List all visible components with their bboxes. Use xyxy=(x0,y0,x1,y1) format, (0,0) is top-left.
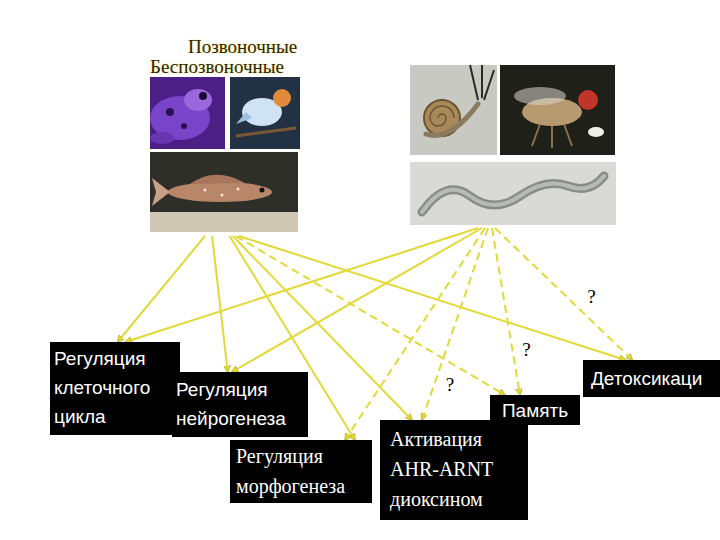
photo-ground xyxy=(230,77,300,149)
box-text: Детоксикаци xyxy=(591,364,716,393)
frog-leg xyxy=(150,132,174,144)
process-box: Регуляция клеточного цикла xyxy=(50,342,180,435)
frog-eye xyxy=(199,92,207,100)
fly-leg xyxy=(532,124,572,148)
shell-spiral xyxy=(430,106,454,126)
box-text: Память xyxy=(494,396,576,425)
fly-photo xyxy=(500,65,615,155)
photo-ground xyxy=(500,65,615,155)
bird-photo xyxy=(230,77,300,149)
solid-arrow xyxy=(232,228,482,372)
frog-photo xyxy=(150,77,225,149)
fly-wing xyxy=(514,87,566,105)
dashed-arrow xyxy=(492,228,520,395)
fish-speck xyxy=(221,194,224,197)
frog-spot xyxy=(166,108,174,116)
process-box: Детоксикаци xyxy=(583,360,720,397)
frog-head xyxy=(184,89,212,111)
solid-arrow xyxy=(212,236,228,372)
fish-tail xyxy=(152,178,170,206)
fish-fin xyxy=(190,175,245,184)
worm-photo xyxy=(410,162,616,225)
worm-gut xyxy=(422,176,604,212)
fish-eye xyxy=(260,188,265,193)
fish-photo xyxy=(150,152,298,232)
photo-ground xyxy=(150,152,298,232)
fly-eye xyxy=(578,90,598,110)
snail-foot xyxy=(426,104,478,135)
process-box: Память xyxy=(490,395,580,425)
fish-body xyxy=(168,182,272,202)
photo-floor xyxy=(150,212,298,232)
box-text: Регуляция клеточного цикла xyxy=(54,344,174,431)
fish-speck xyxy=(204,189,207,192)
bird-tail xyxy=(236,112,252,124)
photo-ground xyxy=(150,77,225,149)
box-text: Регуляция нейрогенеза xyxy=(176,375,302,433)
dashed-arrow xyxy=(495,228,632,360)
edge-label: ? xyxy=(444,375,456,395)
edge-label: ? xyxy=(520,340,532,360)
solid-arrow xyxy=(239,236,626,360)
photo-ground xyxy=(410,65,497,155)
snail-photo xyxy=(410,65,497,155)
dashed-arrow xyxy=(345,228,485,440)
box-text: Активация AHR-ARNT диоксином xyxy=(390,424,522,514)
solid-arrow xyxy=(125,228,478,342)
process-box: Регуляция нейрогенеза xyxy=(172,372,308,437)
branch xyxy=(236,128,296,136)
solid-arrow xyxy=(118,236,205,342)
worm-body xyxy=(422,176,604,212)
group-heading: Беспозвоночные xyxy=(150,56,284,78)
process-box: Активация AHR-ARNT диоксином xyxy=(380,420,528,520)
fish-speck xyxy=(237,188,240,191)
organism-group: Беспозвоночные xyxy=(408,62,618,228)
dashed-arrow xyxy=(422,228,488,420)
fly-food xyxy=(588,127,604,137)
photo-ground xyxy=(410,162,616,225)
group-heading: Позвоночные xyxy=(188,36,297,58)
process-box: Регуляция морфогенеза xyxy=(230,440,372,503)
edge-label: ? xyxy=(585,287,597,307)
box-text: Регуляция морфогенеза xyxy=(236,441,366,501)
bird-head xyxy=(273,89,291,107)
plant-stem xyxy=(470,65,494,100)
frog-spot xyxy=(181,123,187,129)
